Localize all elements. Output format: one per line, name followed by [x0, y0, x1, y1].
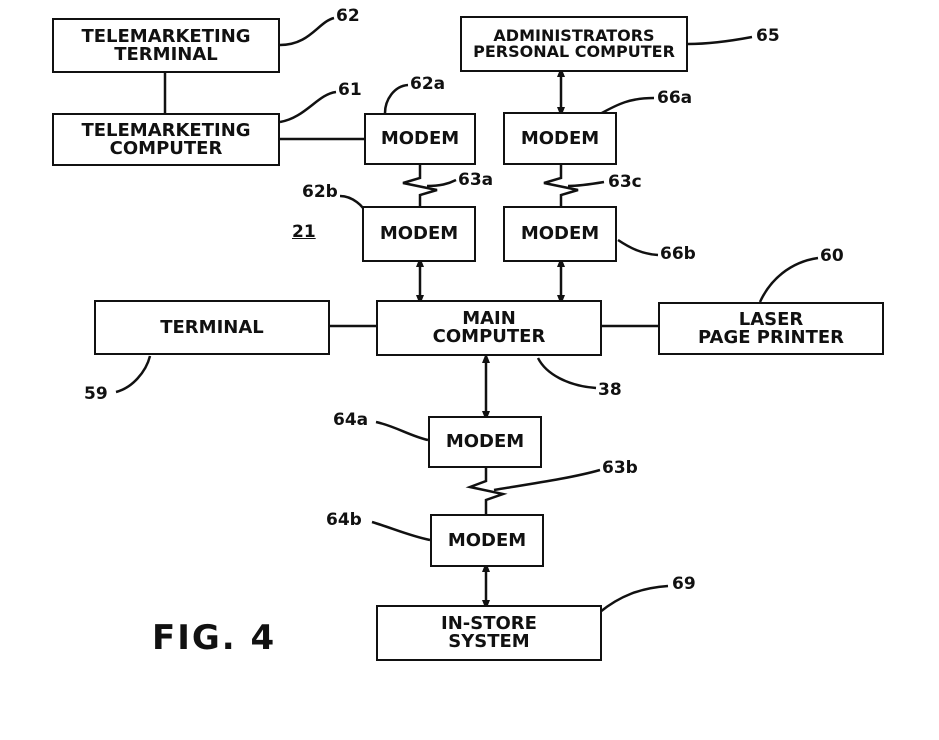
- ref-62: 62: [336, 6, 360, 26]
- modem-62b-label: MODEM: [380, 225, 458, 243]
- leader-65: [688, 37, 752, 44]
- modem-62b-box: MODEM: [362, 206, 476, 262]
- leader-60: [760, 258, 818, 302]
- modem-66b-label: MODEM: [521, 225, 599, 243]
- ref-38: 38: [598, 380, 622, 400]
- ref-59: 59: [84, 384, 108, 404]
- leader-64b: [372, 522, 430, 540]
- ref-62b: 62b: [302, 182, 338, 202]
- telemarketing-terminal-box: TELEMARKETING TERMINAL: [52, 18, 280, 73]
- ref-64b: 64b: [326, 510, 362, 530]
- modem-64a-box: MODEM: [428, 416, 542, 468]
- main-computer-box: MAIN COMPUTER: [376, 300, 602, 356]
- main-computer-label: MAIN COMPUTER: [433, 310, 546, 346]
- link-63b: [470, 468, 503, 514]
- modem-66b-box: MODEM: [503, 206, 617, 262]
- modem-66a-box: MODEM: [503, 112, 617, 165]
- in-store-system-box: IN-STORE SYSTEM: [376, 605, 602, 661]
- ref-60: 60: [820, 246, 844, 266]
- ref-66a: 66a: [657, 88, 692, 108]
- ref-64a: 64a: [333, 410, 368, 430]
- leader-63a: [427, 180, 456, 186]
- modem-64b-label: MODEM: [448, 532, 526, 550]
- ref-66b: 66b: [660, 244, 696, 264]
- leader-64a: [376, 422, 428, 440]
- modem-62a-box: MODEM: [364, 113, 476, 165]
- terminal-box: TERMINAL: [94, 300, 330, 355]
- modem-66a-label: MODEM: [521, 130, 599, 148]
- ref-61: 61: [338, 80, 362, 100]
- leader-62a: [385, 85, 408, 113]
- laser-printer-label: LASER PAGE PRINTER: [698, 311, 844, 347]
- terminal-label: TERMINAL: [160, 319, 264, 337]
- leader-63b: [494, 470, 600, 490]
- in-store-system-label: IN-STORE SYSTEM: [441, 615, 537, 651]
- ref-65: 65: [756, 26, 780, 46]
- leader-69: [600, 586, 668, 612]
- modem-64b-box: MODEM: [430, 514, 544, 567]
- ref-62a: 62a: [410, 74, 445, 94]
- ref-63c: 63c: [608, 172, 642, 192]
- leader-61: [280, 92, 336, 122]
- telemarketing-computer-box: TELEMARKETING COMPUTER: [52, 113, 280, 166]
- figure-label: FIG. 4: [152, 618, 276, 658]
- ref-63a: 63a: [458, 170, 493, 190]
- leader-59: [116, 356, 150, 392]
- modem-62a-label: MODEM: [381, 130, 459, 148]
- ref-69: 69: [672, 574, 696, 594]
- ref-21: 21: [292, 222, 316, 242]
- laser-printer-box: LASER PAGE PRINTER: [658, 302, 884, 355]
- administrators-pc-box: ADMINISTRATORS PERSONAL COMPUTER: [460, 16, 688, 72]
- leader-66b: [618, 240, 658, 255]
- telemarketing-computer-label: TELEMARKETING COMPUTER: [81, 122, 250, 158]
- leader-62: [280, 18, 334, 45]
- modem-64a-label: MODEM: [446, 433, 524, 451]
- ref-63b: 63b: [602, 458, 638, 478]
- leader-63c: [568, 182, 604, 186]
- leader-38: [538, 358, 596, 388]
- administrators-pc-label: ADMINISTRATORS PERSONAL COMPUTER: [473, 28, 675, 60]
- telemarketing-terminal-label: TELEMARKETING TERMINAL: [81, 28, 250, 64]
